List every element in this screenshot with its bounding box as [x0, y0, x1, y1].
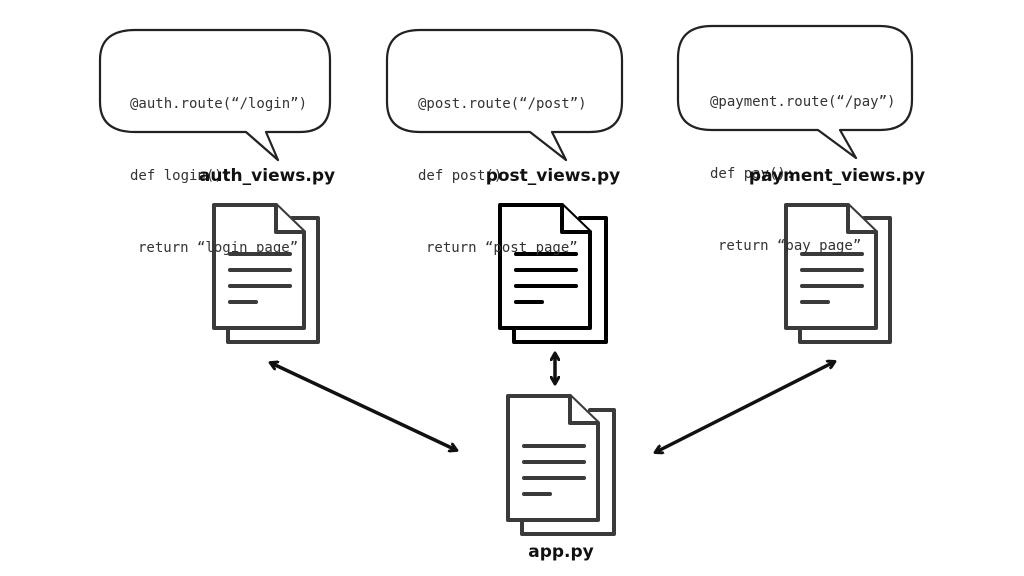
- app-filename: app.py: [528, 542, 594, 562]
- auth-route-decorator: @auth.route(“/login”): [130, 96, 308, 112]
- post-views-filename: post_views.py: [485, 166, 621, 186]
- auth-code-bubble: [98, 28, 332, 162]
- payment-views-filename: payment_views.py: [748, 166, 926, 186]
- payment-def-line: def pay():: [710, 166, 795, 182]
- auth-views-filename: auth_views.py: [198, 166, 336, 186]
- auth-return-line: return “login page”: [138, 240, 299, 256]
- payment-code-bubble: [676, 24, 914, 160]
- payment-return-line: return “pay page”: [718, 238, 862, 254]
- post-views-file-icon: [498, 203, 608, 344]
- post-def-line: def post():: [418, 168, 511, 184]
- post-code-snippet: @post.route(“/post”) def post(): return …: [388, 44, 587, 256]
- post-return-line: return “post page”: [426, 240, 578, 256]
- payment-views-file-icon: [784, 203, 892, 344]
- auth-app-double-arrow: [271, 363, 456, 450]
- app-file-icon: [506, 394, 616, 536]
- auth-def-line: def login():: [130, 168, 232, 184]
- post-code-bubble: [385, 28, 624, 162]
- payment-app-double-arrow: [656, 362, 834, 452]
- payment-code-snippet: @payment.route(“/pay”) def pay(): return…: [680, 42, 896, 254]
- auth-views-file-icon: [212, 203, 320, 344]
- auth-code-snippet: @auth.route(“/login”) def login(): retur…: [100, 44, 308, 256]
- post-route-decorator: @post.route(“/post”): [418, 96, 587, 112]
- payment-route-decorator: @payment.route(“/pay”): [710, 94, 896, 110]
